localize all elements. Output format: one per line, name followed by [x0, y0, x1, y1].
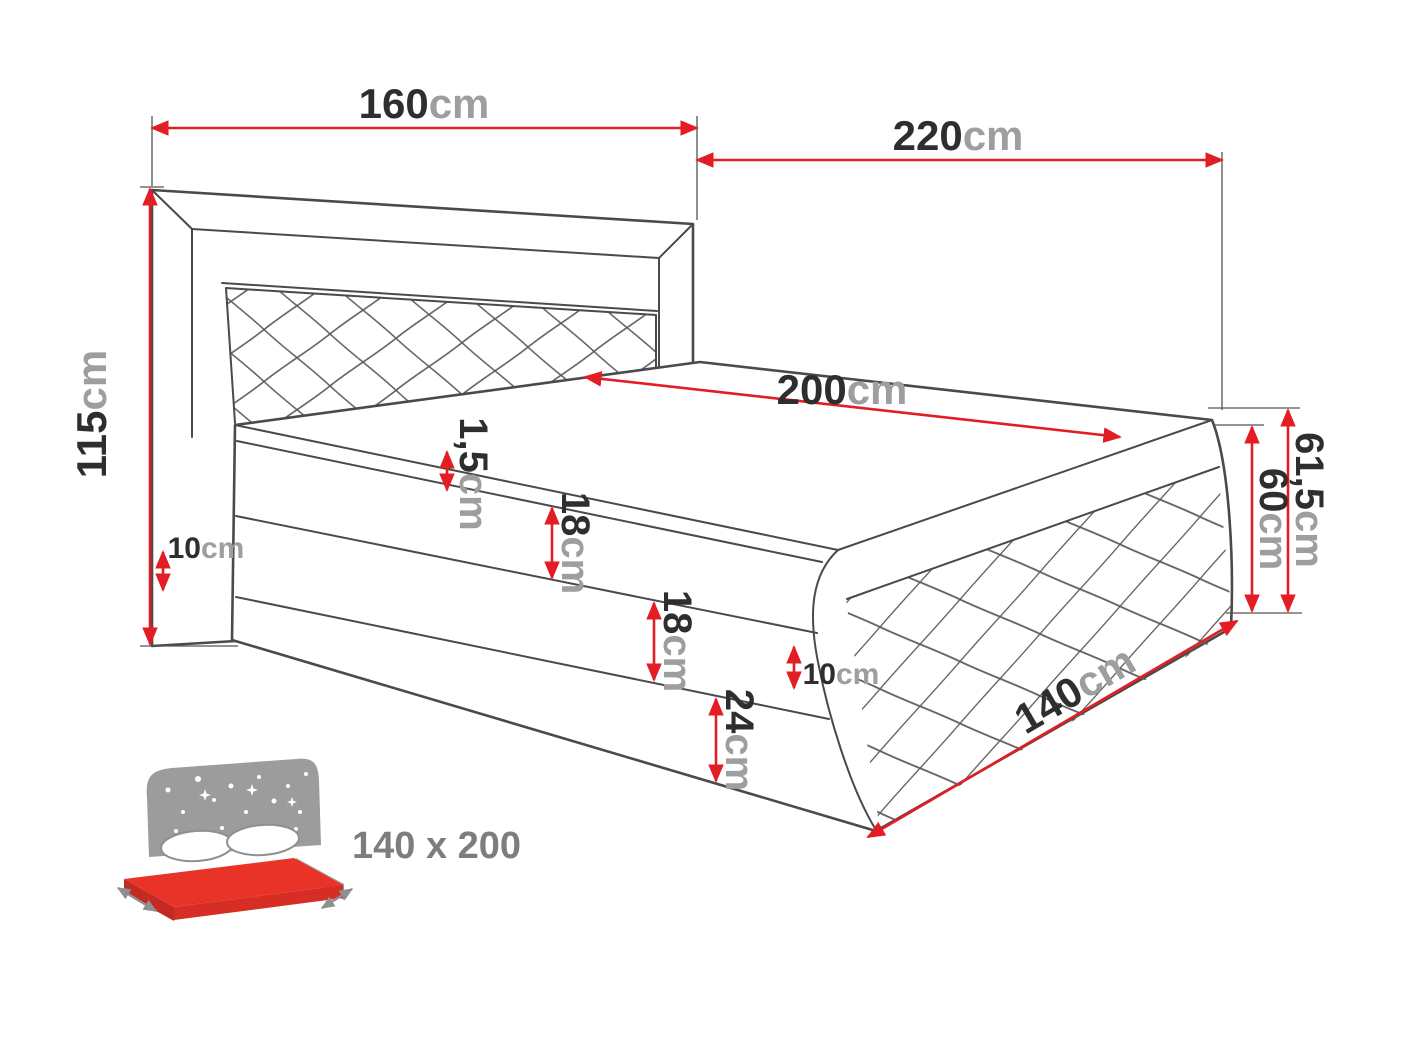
length-arrow-icon [320, 887, 354, 910]
mattress-icon-top [124, 858, 343, 907]
size-label: 140 x 200 [352, 825, 521, 867]
foot-mattress-seam [846, 466, 1220, 600]
pillow-icon [226, 823, 300, 857]
size-icon: 140 x 200 [116, 758, 521, 921]
label-left-plinth: 10cm [168, 532, 245, 565]
mattress-icon-side-front [174, 885, 343, 920]
mattress-bottom-seam [235, 515, 818, 634]
label-mattress-length: 200cm [777, 366, 908, 413]
label-side-h-total: 61,5cm [1287, 432, 1331, 568]
label-right-plinth: 10cm [803, 658, 880, 691]
label-headboard-width: 160cm [359, 80, 490, 127]
headboard-tuft-border [225, 287, 657, 424]
label-box-h: 18cm [655, 590, 699, 692]
headboard-frame-sides [191, 228, 660, 438]
headboard-bevel-frame [151, 189, 694, 259]
label-base-h: 24cm [717, 689, 761, 791]
headboard-led-strip [221, 282, 658, 312]
label-headboard-height: 115cm [68, 350, 115, 478]
label-mattress-h: 18cm [553, 492, 597, 594]
width-arrow-icon [116, 886, 158, 913]
dim-140 [866, 619, 1239, 839]
label-total-length: 220cm [893, 112, 1024, 159]
topper-seam [236, 440, 823, 563]
foot-corner-curve [811, 549, 877, 831]
dim-200 [583, 371, 1122, 443]
box-seam [235, 596, 830, 720]
dimension-lines [142, 120, 1296, 839]
label-topper: 1,5cm [451, 417, 495, 530]
label-side-h: 60cm [1251, 468, 1295, 570]
